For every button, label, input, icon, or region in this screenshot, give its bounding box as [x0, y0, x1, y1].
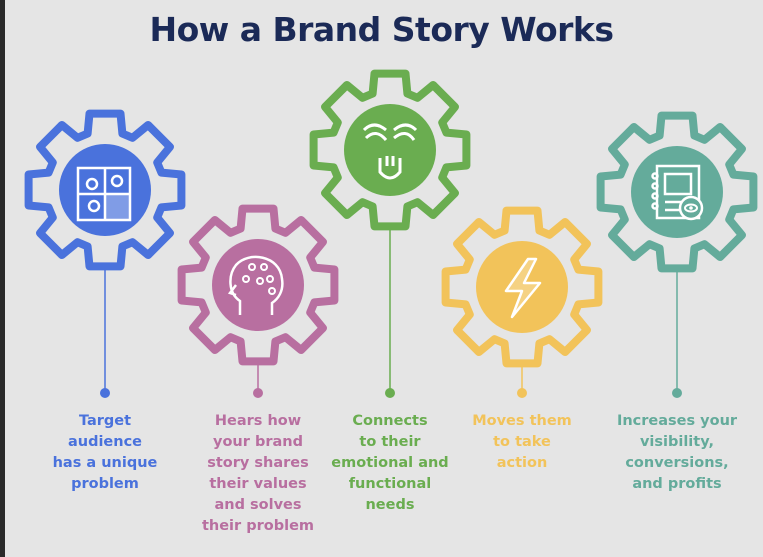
step-caption: Target audience has a unique problem: [30, 411, 180, 495]
caption-line: to take: [493, 434, 551, 450]
caption-line: Hears how: [214, 413, 302, 429]
gear-step-5: [596, 111, 758, 398]
caption-line: conversions,: [625, 455, 729, 471]
caption-line: your brand: [213, 434, 303, 450]
gear-outline: [441, 206, 603, 368]
connector-dot: [253, 388, 263, 398]
caption-line: audience: [67, 434, 143, 450]
step-caption: Moves them to take action: [447, 411, 597, 474]
page-title: How a Brand Story Works: [149, 10, 614, 49]
caption-line: Increases your: [616, 413, 738, 429]
connector-dot: [100, 388, 110, 398]
caption-line: needs: [365, 497, 415, 513]
caption-line: emotional and: [331, 455, 449, 471]
gear-step-4: [441, 206, 603, 398]
gear-outline: [177, 204, 339, 366]
lightning-icon: [504, 257, 542, 319]
caption-line: visibility,: [639, 434, 715, 450]
hands-icon: [362, 123, 418, 180]
caption-line: story shares: [207, 455, 309, 471]
gear-hub: [212, 239, 304, 331]
caption-line: Moves them: [472, 413, 572, 429]
gear-hub: [631, 146, 723, 238]
brain-head-icon: [227, 255, 284, 315]
gear-outline: [24, 109, 186, 271]
caption-line: to their: [359, 434, 421, 450]
caption-line: has a unique: [52, 455, 158, 471]
connector-dot: [672, 388, 682, 398]
connector-dot: [385, 388, 395, 398]
gear-hub: [344, 104, 436, 196]
gear-hub: [476, 241, 568, 333]
notebook-eye-icon: [651, 164, 704, 221]
step-caption: Increases your visibility, conversions, and…: [602, 411, 752, 495]
caption-line: Target: [78, 413, 132, 429]
caption-line: action: [496, 455, 548, 471]
caption-line: and profits: [632, 476, 722, 492]
caption-line: problem: [71, 476, 139, 492]
step-caption: Connects to their emotional and functional n…: [315, 411, 465, 516]
gear-outline: [596, 111, 758, 273]
step-caption: Hears how your brand story shares their val…: [183, 411, 333, 537]
connector-dot: [517, 388, 527, 398]
caption-line: and solves: [214, 497, 302, 513]
gear-step-3: [309, 69, 471, 398]
gear-step-1: [24, 109, 186, 398]
puzzle-icon: [76, 166, 132, 222]
caption-line: their problem: [201, 518, 315, 534]
caption-line: their values: [209, 476, 307, 492]
gear-outline: [309, 69, 471, 231]
caption-line: functional: [348, 476, 432, 492]
window-edge: [0, 0, 5, 557]
gear-step-2: [177, 204, 339, 398]
caption-line: Connects: [352, 413, 428, 429]
